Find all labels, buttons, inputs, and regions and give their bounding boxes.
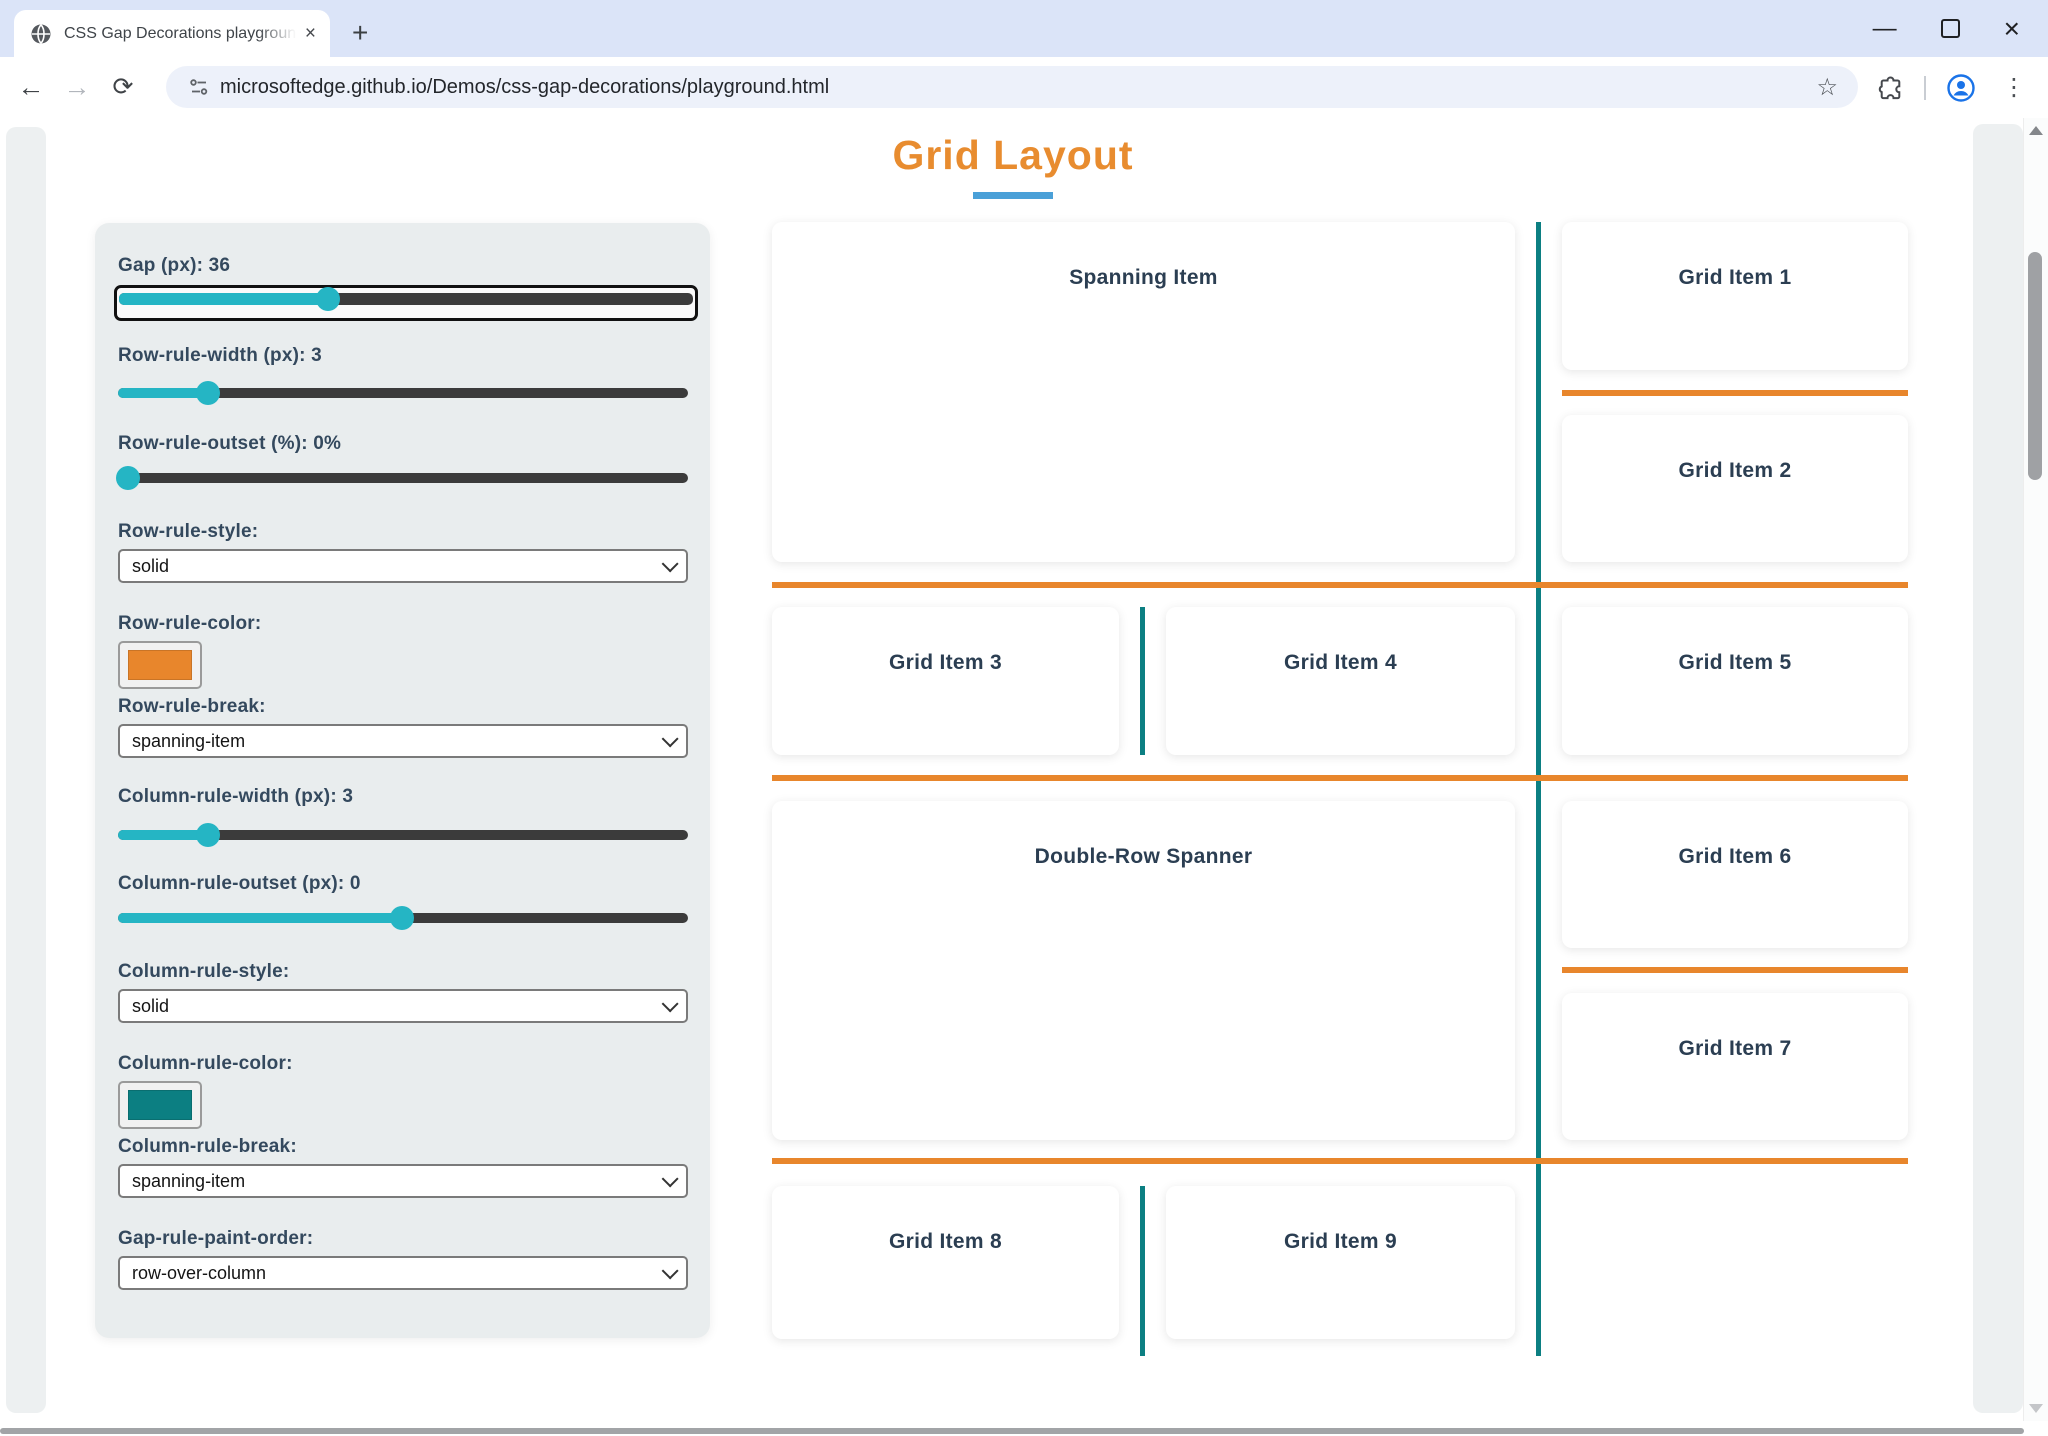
grid-card-double-row-spanner: Double-Row Spanner: [772, 801, 1515, 1140]
row-rule-break-select[interactable]: spanning-item: [118, 724, 688, 758]
column-rule-break-select[interactable]: spanning-item: [118, 1164, 688, 1198]
tab-close-icon[interactable]: ×: [304, 23, 316, 44]
window-minimize-button[interactable]: —: [1872, 14, 1897, 42]
horizontal-scrollbar-thumb[interactable]: [0, 1428, 2024, 1434]
gap-slider-label: Gap (px): 36: [118, 255, 231, 276]
browser-menu-icon[interactable]: ⋮: [2002, 73, 2026, 101]
chevron-down-icon: [661, 730, 679, 748]
grid-card-4: Grid Item 4: [1166, 607, 1515, 755]
reload-button[interactable]: ⟳: [112, 73, 134, 101]
gap-slider[interactable]: [114, 285, 698, 321]
row-rule-full-2: [772, 775, 1908, 781]
bookmark-star-icon[interactable]: ☆: [1816, 73, 1838, 101]
row-rule-segment-col3-a: [1562, 390, 1908, 396]
column-rule-break-label: Column-rule-break:: [118, 1136, 297, 1157]
browser-toolbar: ← → ⟳ microsoftedge.github.io/Demos/css-…: [0, 57, 2048, 119]
site-settings-icon[interactable]: [188, 76, 210, 98]
chevron-down-icon: [661, 555, 679, 573]
grid-card-1: Grid Item 1: [1562, 222, 1908, 370]
row-rule-break-label: Row-rule-break:: [118, 696, 266, 717]
tab-title: CSS Gap Decorations playgroun: [64, 24, 297, 42]
row-rule-color-picker[interactable]: [118, 641, 202, 689]
row-rule-outset-label: Row-rule-outset (%): 0%: [118, 433, 342, 454]
extensions-icon[interactable]: [1878, 75, 1904, 101]
column-rule-color-picker[interactable]: [118, 1081, 202, 1129]
controls-panel: Gap (px): 36 Row-rule-width (px): 3 Row-…: [95, 223, 710, 1338]
title-underline: [973, 192, 1053, 199]
slider-thumb[interactable]: [116, 466, 141, 490]
new-tab-button[interactable]: +: [352, 17, 369, 48]
slider-thumb[interactable]: [390, 906, 414, 930]
forward-button[interactable]: →: [63, 72, 91, 102]
grid-card-5: Grid Item 5: [1562, 607, 1908, 755]
grid-card-3: Grid Item 3: [772, 607, 1119, 755]
grid-card-7: Grid Item 7: [1562, 993, 1908, 1140]
scrollbar-up-arrow[interactable]: [2029, 126, 2043, 135]
row-rule-outset-slider[interactable]: [116, 466, 688, 490]
vertical-scrollbar-thumb[interactable]: [2028, 252, 2042, 480]
slider-thumb[interactable]: [315, 287, 340, 311]
column-rule-outset-label: Column-rule-outset (px): 0: [118, 873, 361, 894]
slider-thumb[interactable]: [196, 823, 221, 847]
grid-card-8: Grid Item 8: [772, 1186, 1119, 1339]
web-page: Grid Layout Gap (px): 36 Row-rule-width …: [0, 118, 2048, 1436]
page-left-gutter: [6, 127, 46, 1413]
gap-rule-paint-order-label: Gap-rule-paint-order:: [118, 1228, 314, 1249]
tab-strip: CSS Gap Decorations playgroun × + — ×: [0, 0, 2048, 57]
grid-card-9: Grid Item 9: [1166, 1186, 1515, 1339]
column-rule-width-label: Column-rule-width (px): 3: [118, 786, 354, 807]
scrollbar-down-arrow[interactable]: [2029, 1404, 2043, 1413]
column-rule-outset-slider[interactable]: [118, 906, 688, 930]
grid-card-2: Grid Item 2: [1562, 415, 1908, 562]
page-title: Grid Layout: [892, 132, 1134, 178]
row-rule-width-slider[interactable]: [118, 381, 688, 405]
row-rule-style-label: Row-rule-style:: [118, 521, 259, 542]
column-rule-style-label: Column-rule-style:: [118, 961, 290, 982]
back-button[interactable]: ←: [17, 72, 45, 102]
chevron-down-icon: [661, 1262, 679, 1280]
browser-tab[interactable]: CSS Gap Decorations playgroun ×: [14, 10, 330, 57]
globe-favicon-icon: [31, 23, 51, 44]
toolbar-separator: [1924, 75, 1926, 100]
address-bar[interactable]: microsoftedge.github.io/Demos/css-gap-de…: [166, 66, 1858, 108]
column-rule-width-slider[interactable]: [118, 823, 688, 847]
grid-card-spanning-item: Spanning Item: [772, 222, 1515, 562]
column-rule-color-label: Column-rule-color:: [118, 1053, 293, 1074]
chevron-down-icon: [661, 995, 679, 1013]
row-rule-full-3: [772, 1158, 1908, 1164]
profile-avatar-icon[interactable]: [1946, 73, 1976, 103]
column-rule-style-select[interactable]: solid: [118, 989, 688, 1023]
gap-rule-paint-order-select[interactable]: row-over-column: [118, 1256, 688, 1290]
column-rule-segment-row6: [1140, 1186, 1145, 1356]
row-rule-full-1: [772, 582, 1908, 588]
window-maximize-button[interactable]: [1940, 19, 1960, 38]
row-rule-segment-col3-b: [1562, 967, 1908, 973]
row-rule-color-label: Row-rule-color:: [118, 613, 262, 634]
slider-thumb[interactable]: [196, 381, 221, 405]
url-text[interactable]: microsoftedge.github.io/Demos/css-gap-de…: [220, 75, 830, 98]
column-rule-main: [1536, 222, 1541, 1356]
grid-card-6: Grid Item 6: [1562, 801, 1908, 948]
row-rule-width-label: Row-rule-width (px): 3: [118, 345, 322, 366]
row-rule-style-select[interactable]: solid: [118, 549, 688, 583]
page-right-gutter: [1973, 124, 2023, 1413]
window-close-button[interactable]: ×: [2003, 12, 2020, 44]
column-rule-segment-row3: [1140, 607, 1145, 755]
chevron-down-icon: [661, 1170, 679, 1188]
